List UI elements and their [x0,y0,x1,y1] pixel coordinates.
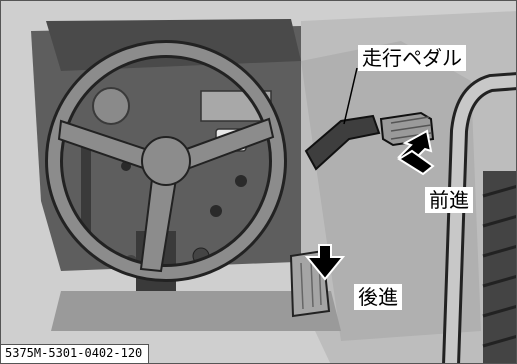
gauge [92,87,130,125]
tire [482,171,516,363]
figure-code: 5375M-5301-0402-120 [1,344,150,363]
forward-arrow [397,129,435,176]
pedal-leader-line [343,67,358,125]
reverse-label: 後進 [354,284,402,310]
forward-label: 前進 [425,187,473,213]
base-plate [51,291,341,331]
pedal-label: 走行ペダル [358,45,466,71]
handrail [442,72,516,363]
steering-wheel [45,40,287,282]
indicator-light [210,205,222,217]
travel-pedal [304,111,435,171]
indicator-light [235,175,247,187]
lever [81,131,91,241]
reverse-arrow [304,244,346,281]
